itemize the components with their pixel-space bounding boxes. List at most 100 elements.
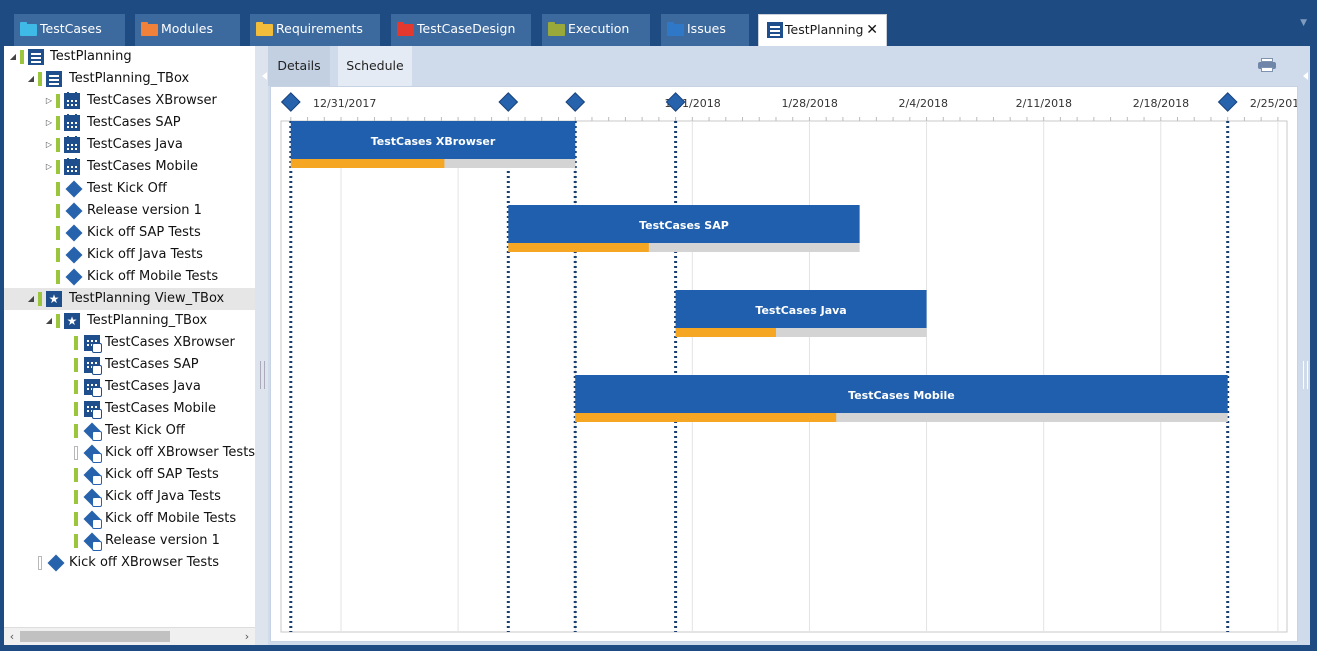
scroll-right-icon[interactable]: › xyxy=(244,630,250,643)
tree-item[interactable]: Release version 1 xyxy=(4,200,255,222)
tree-view: ◢TestPlanning◢TestPlanning_TBox▷TestCase… xyxy=(4,46,255,645)
status-bar xyxy=(56,94,60,108)
tree-item[interactable]: TestCases XBrowser xyxy=(4,332,255,354)
link-overlay-icon xyxy=(92,519,102,529)
tree-item[interactable]: TestCases Java xyxy=(4,376,255,398)
tree-item[interactable]: Test Kick Off xyxy=(4,420,255,442)
tree-item-label: Release version 1 xyxy=(105,533,220,548)
task-bar[interactable] xyxy=(575,375,1228,413)
tree-item[interactable]: TestCases SAP xyxy=(4,354,255,376)
tab-testcasedesign[interactable]: TestCaseDesign xyxy=(391,14,531,46)
calendar-icon xyxy=(64,114,80,131)
collapse-arrow-icon[interactable]: ◢ xyxy=(45,316,53,325)
tree-item[interactable]: ◢ TestPlanning_TBox xyxy=(4,68,255,90)
collapse-arrow-icon[interactable]: ◢ xyxy=(27,294,35,303)
status-bar xyxy=(38,556,42,570)
tree-item[interactable]: TestCases Mobile xyxy=(4,398,255,420)
tree-item[interactable]: Kick off Java Tests xyxy=(4,244,255,266)
status-bar xyxy=(56,138,60,152)
tree-item[interactable]: Kick off SAP Tests xyxy=(4,222,255,244)
collapse-left-icon[interactable] xyxy=(262,72,267,80)
collapse-arrow-icon[interactable]: ◢ xyxy=(27,74,35,83)
module-tab-bar: TestCases Modules Requirements TestCaseD… xyxy=(0,0,1317,46)
task-bar[interactable] xyxy=(675,290,927,328)
scrollbar-thumb[interactable] xyxy=(20,631,170,642)
tree-item[interactable]: Kick off Mobile Tests xyxy=(4,508,255,530)
task-progress-track xyxy=(575,413,1228,422)
tab-execution[interactable]: Execution xyxy=(542,14,650,46)
tree-item[interactable]: Kick off XBrowser Tests xyxy=(4,552,255,574)
tab-overflow-icon[interactable]: ▼ xyxy=(1300,18,1307,28)
tree-item-label: TestPlanning_TBox xyxy=(69,71,190,86)
scroll-left-icon[interactable]: ‹ xyxy=(9,630,15,643)
tree-item[interactable]: Kick off XBrowser Tests xyxy=(4,442,255,464)
milestone-marker[interactable] xyxy=(565,92,586,112)
folder-icon xyxy=(20,22,37,36)
status-bar xyxy=(74,490,78,504)
tab-testcases[interactable]: TestCases xyxy=(14,14,125,46)
status-bar xyxy=(56,248,60,262)
tree-item[interactable]: Test Kick Off xyxy=(4,178,255,200)
link-overlay-icon xyxy=(92,431,102,441)
tab-label: Modules xyxy=(161,21,213,36)
collapse-right-icon[interactable] xyxy=(1303,72,1308,80)
tree-item-label: Test Kick Off xyxy=(105,423,185,438)
task-progress-track xyxy=(675,328,927,337)
printer-icon[interactable] xyxy=(1258,58,1276,72)
tab-issues[interactable]: Issues xyxy=(661,14,749,46)
close-icon[interactable]: ✕ xyxy=(866,22,878,38)
tree-item-label: Kick off Mobile Tests xyxy=(105,511,237,526)
milestone-marker[interactable] xyxy=(1217,92,1238,112)
tree-item[interactable]: Kick off Java Tests xyxy=(4,486,255,508)
milestone-icon xyxy=(65,268,83,286)
star-icon: ★ xyxy=(64,313,80,329)
status-bar xyxy=(56,182,60,196)
tree-item[interactable]: ▷ TestCases Java xyxy=(4,134,255,156)
status-bar xyxy=(74,512,78,526)
expand-arrow-icon[interactable]: ▷ xyxy=(45,140,53,149)
milestone-icon xyxy=(65,246,83,264)
tab-schedule[interactable]: Schedule xyxy=(338,46,412,86)
collapse-arrow-icon[interactable]: ◢ xyxy=(9,52,17,61)
tree-item[interactable]: ◢TestPlanning xyxy=(4,46,255,68)
expand-arrow-icon[interactable]: ▷ xyxy=(45,118,53,127)
tree-item[interactable]: Kick off SAP Tests xyxy=(4,464,255,486)
pane-splitter[interactable] xyxy=(255,46,268,645)
list-icon xyxy=(767,22,783,38)
milestone-marker[interactable] xyxy=(280,92,301,112)
tree-item[interactable]: ◢★TestPlanning_TBox xyxy=(4,310,255,332)
status-bar xyxy=(74,534,78,548)
milestone-marker[interactable] xyxy=(498,92,519,112)
tree-item-label: TestCases Java xyxy=(87,137,183,152)
tree-item[interactable]: ▷TestCases XBrowser xyxy=(4,90,255,112)
expand-arrow-icon[interactable]: ▷ xyxy=(45,96,53,105)
task-bar[interactable] xyxy=(508,205,860,243)
tree-item[interactable]: Kick off Mobile Tests xyxy=(4,266,255,288)
link-overlay-icon xyxy=(92,453,102,463)
tree-item-label: TestCases Mobile xyxy=(87,159,198,174)
tab-details[interactable]: Details xyxy=(268,46,330,86)
folder-icon xyxy=(548,22,565,36)
tree-horizontal-scrollbar[interactable]: ‹ › xyxy=(4,627,255,645)
right-splitter-grip[interactable] xyxy=(1303,361,1308,389)
tab-modules[interactable]: Modules xyxy=(135,14,240,46)
calendar-icon xyxy=(64,158,80,175)
tab-testplanning[interactable]: TestPlanning ✕ xyxy=(758,14,887,46)
tree-item-label: TestCases Java xyxy=(105,379,201,394)
calendar-link-icon xyxy=(84,357,102,375)
tab-label: Execution xyxy=(568,21,630,36)
tree-item[interactable]: ▷ TestCases Mobile xyxy=(4,156,255,178)
tab-requirements[interactable]: Requirements xyxy=(250,14,380,46)
milestone-icon xyxy=(65,202,83,220)
tree-item[interactable]: ◢★TestPlanning View_TBox xyxy=(4,288,255,310)
tree-item[interactable]: ▷TestCases SAP xyxy=(4,112,255,134)
link-overlay-icon xyxy=(92,475,102,485)
tree-item[interactable]: Release version 1 xyxy=(4,530,255,552)
folder-icon xyxy=(256,22,273,36)
task-bar[interactable] xyxy=(290,121,576,159)
expand-arrow-icon[interactable]: ▷ xyxy=(45,162,53,171)
status-bar xyxy=(74,468,78,482)
date-tick-label: 1/28/2018 xyxy=(781,97,837,110)
splitter-grip[interactable] xyxy=(260,361,265,389)
milestone-marker[interactable] xyxy=(665,92,686,112)
